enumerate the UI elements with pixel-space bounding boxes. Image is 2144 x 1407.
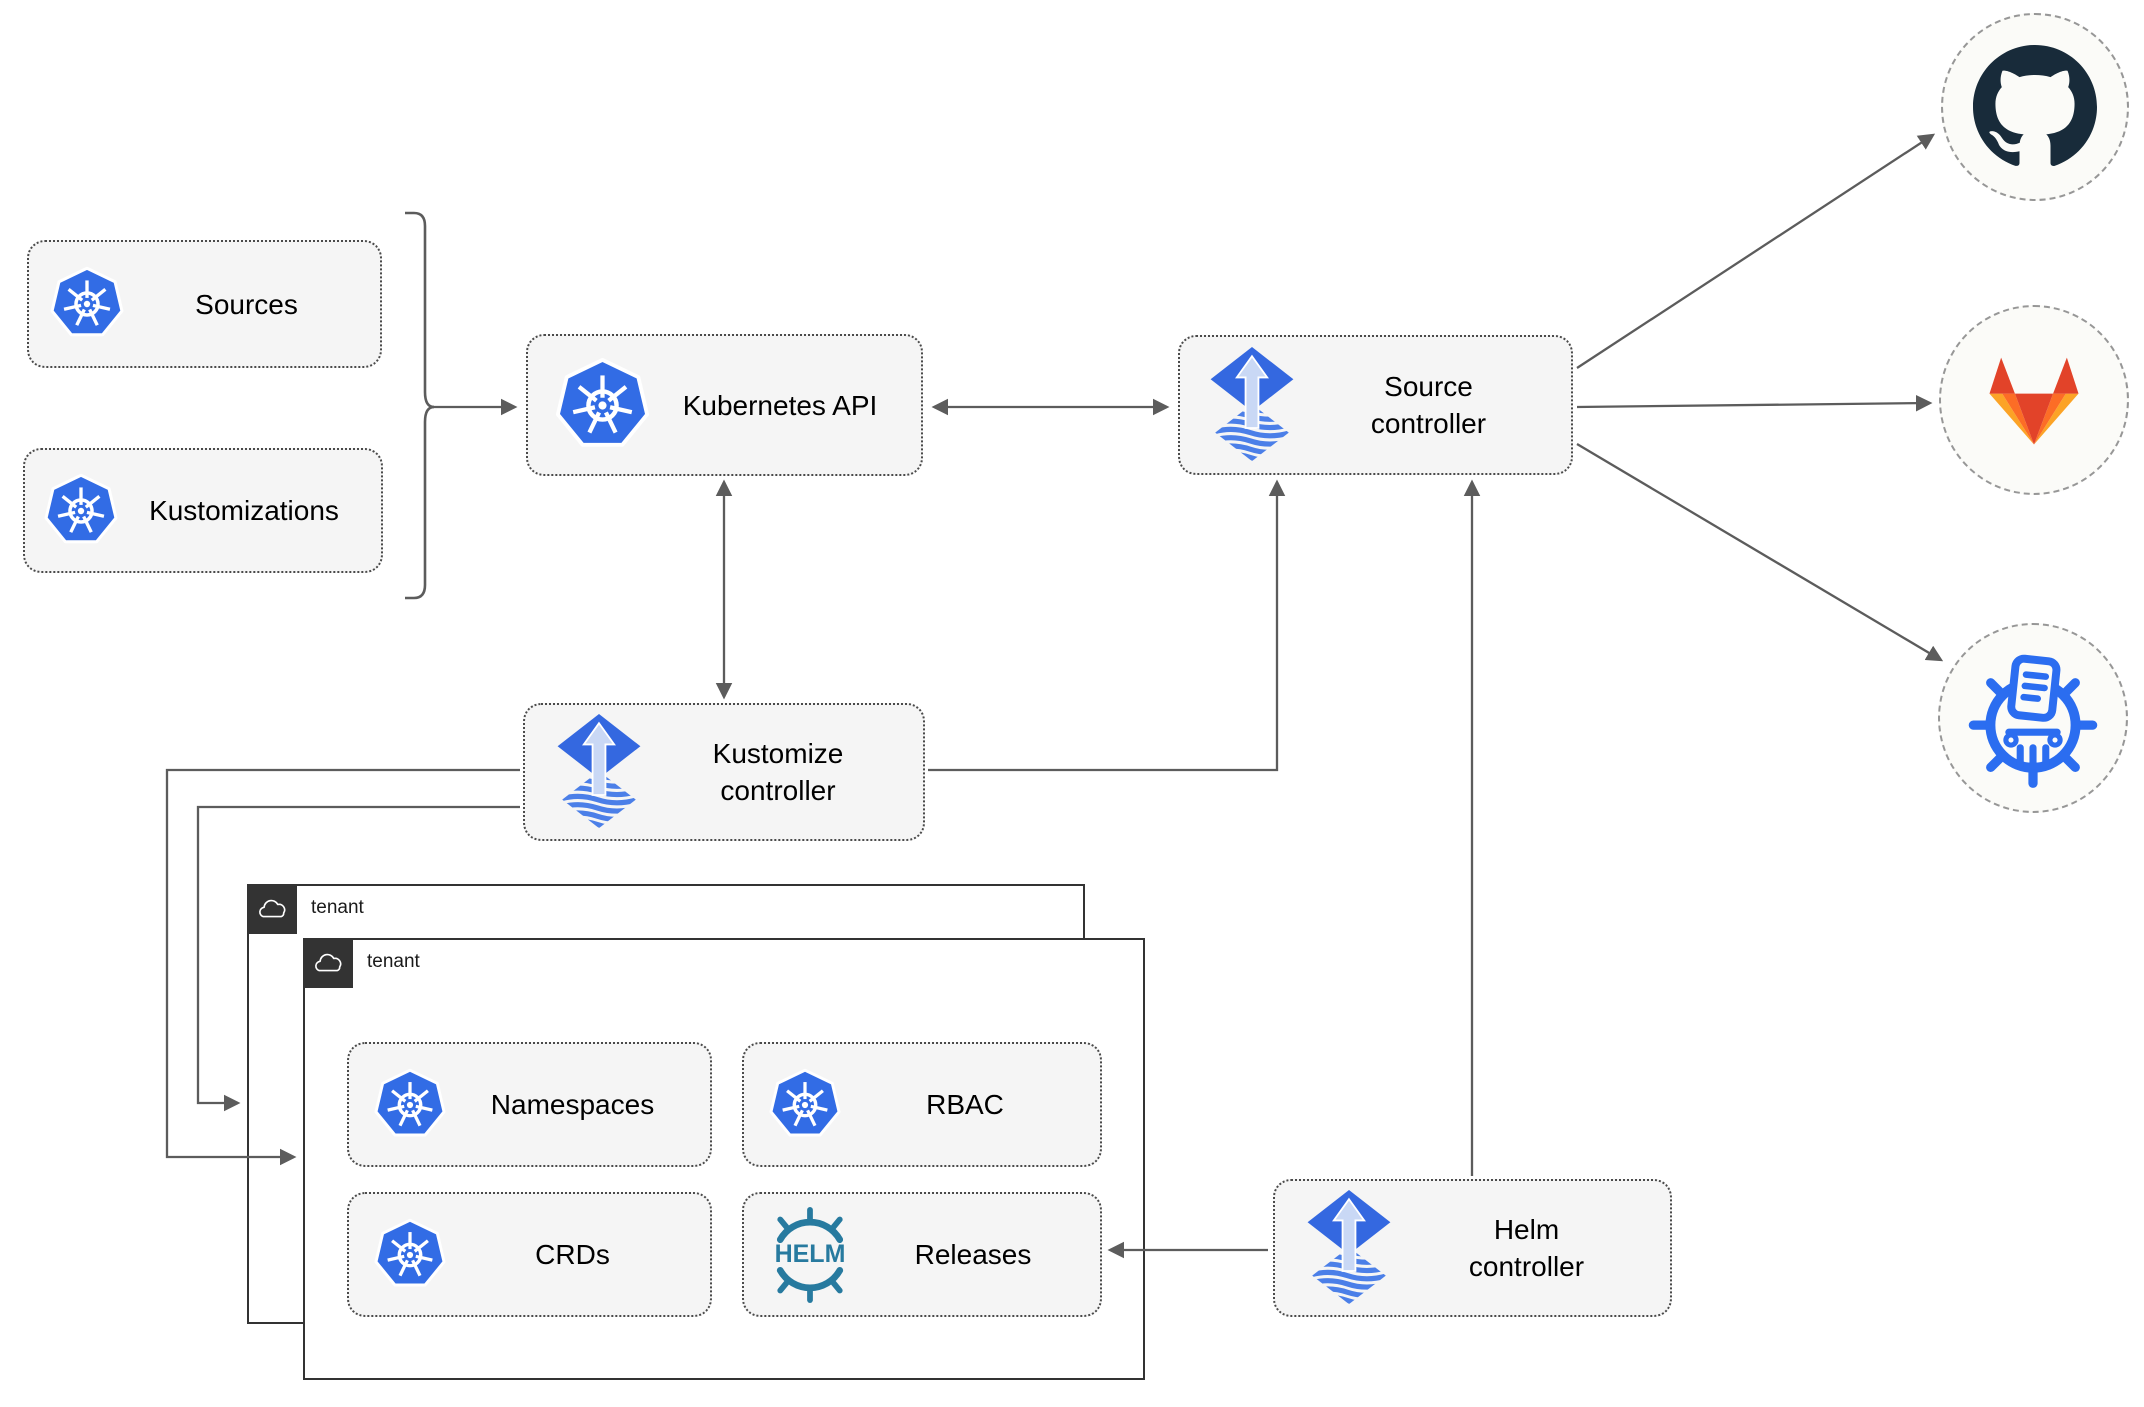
node-releases-label: Releases [914,1239,1032,1270]
tenant-container-front: tenant Namespaces RBAC CRDs HELM Release… [303,938,1145,1380]
kubernetes-icon [373,1218,447,1292]
github-icon [1973,45,2097,169]
node-kustomize-controller-label: Kustomize controller [712,738,844,806]
kubernetes-icon [768,1068,842,1142]
helm-icon: HELM [762,1207,858,1303]
node-sources-label: Sources [195,288,298,320]
cloud-icon [256,897,288,921]
node-helm-controller-label: Helm controller [1468,1214,1585,1282]
kubernetes-icon [49,266,125,342]
node-gitlab [1939,305,2129,495]
tenant-front-header [303,938,353,988]
node-kustomize-controller: Kustomize controller [523,703,925,841]
node-releases: HELM Releases [742,1192,1102,1317]
node-crds: CRDs [347,1192,712,1317]
flux-icon [1206,345,1298,465]
gitlab-icon [1981,351,2087,449]
kubernetes-icon [554,357,651,454]
node-sources: Sources [27,240,382,368]
cloud-icon [312,951,344,975]
bracket-sources-group-bottom [405,405,435,600]
edge-source-controller-to-chartmuseum [1576,443,1944,662]
edge-source-controller-to-gitlab [1576,394,1933,412]
node-rbac: RBAC [742,1042,1102,1167]
kubernetes-icon [43,473,119,549]
node-kustomizations-label: Kustomizations [149,495,339,526]
node-namespaces-label: Namespaces [490,1089,655,1120]
node-namespaces: Namespaces [347,1042,712,1167]
node-github [1941,13,2129,201]
edge-source-controller-to-github [1576,133,1936,369]
node-kustomizations: Kustomizations [23,448,383,573]
node-crds-label: CRDs [535,1239,610,1270]
node-source-controller-label: Source controller [1370,371,1487,439]
node-kubernetes-api-label: Kubernetes API [682,389,878,421]
node-rbac-label: RBAC [926,1089,1004,1120]
flux-icon [1303,1188,1395,1308]
helm-logo-text: HELM [774,1240,846,1268]
chartmuseum-icon [1962,647,2104,789]
tenant-back-header [247,884,297,934]
node-source-controller: Source controller [1178,335,1573,475]
tenant-back-label: tenant [311,897,364,918]
flux-icon [553,712,645,832]
node-kubernetes-api: Kubernetes API [526,334,923,476]
tenant-front-label: tenant [367,951,420,972]
bracket-sources-group-top [405,211,435,409]
edge-kustomize-controller-to-source-controller [928,479,1286,772]
node-chartmuseum [1938,623,2128,813]
node-helm-controller: Helm controller [1273,1179,1672,1317]
kubernetes-icon [373,1068,447,1142]
